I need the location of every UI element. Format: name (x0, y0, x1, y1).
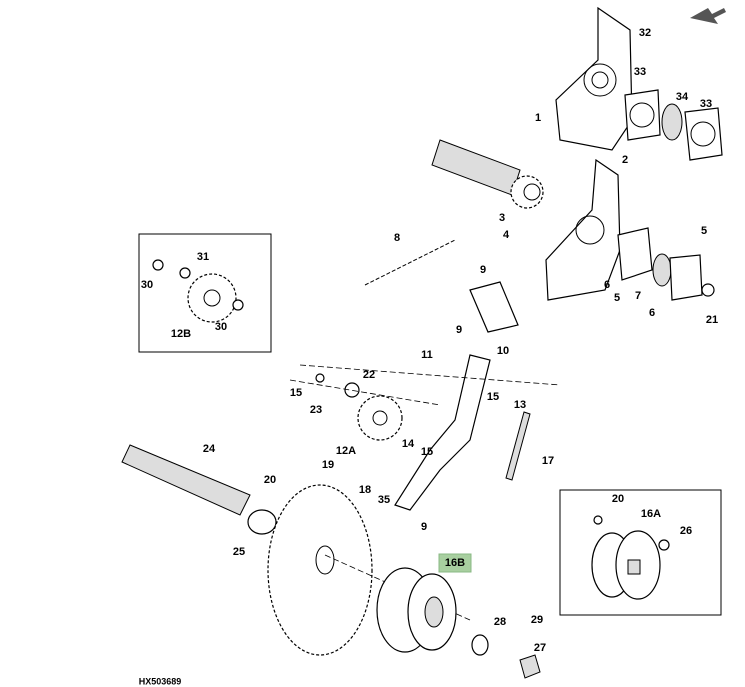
callout[interactable]: 25 (233, 546, 245, 558)
callout[interactable]: 33 (634, 66, 646, 78)
callout[interactable]: 9 (480, 264, 486, 276)
callout[interactable]: 23 (310, 404, 322, 416)
callout[interactable]: 4 (503, 229, 510, 241)
callout[interactable]: 26 (680, 525, 692, 537)
callout[interactable]: 11 (421, 349, 433, 361)
callout[interactable]: 18 (359, 484, 371, 496)
callout[interactable]: 14 (402, 438, 415, 450)
large-sprocket (267, 484, 373, 656)
callout[interactable]: 32 (639, 27, 651, 39)
drive-shaft (121, 444, 277, 535)
highlight-16B[interactable] (438, 553, 472, 573)
callout[interactable]: 16A (641, 508, 661, 520)
guide-line (289, 379, 441, 406)
callout[interactable]: 8 (394, 232, 400, 244)
callout[interactable]: 17 (542, 455, 554, 467)
callout[interactable]: 34 (676, 91, 689, 103)
figure-id: HX503689 (139, 676, 182, 686)
callout[interactable]: 5 (614, 292, 620, 304)
guide-line (299, 364, 561, 386)
chain (364, 239, 456, 286)
callout[interactable]: 6 (649, 307, 655, 319)
callout[interactable]: 10 (497, 345, 509, 357)
callout[interactable]: 7 (635, 290, 641, 302)
callout[interactable]: 20 (612, 493, 624, 505)
callout[interactable]: 30 (215, 321, 227, 333)
callout[interactable]: 33 (700, 98, 712, 110)
callout-labels: 32 33 34 33 1 2 3 8 4 5 9 6 7 6 21 5 9 1… (141, 27, 718, 654)
callout[interactable]: 27 (534, 642, 546, 654)
bolt (505, 411, 531, 481)
callout[interactable]: 22 (363, 369, 375, 381)
idler-sprocket (315, 373, 403, 441)
back-arrow-icon[interactable] (690, 8, 726, 24)
callout[interactable]: 5 (701, 225, 707, 237)
washer (471, 634, 489, 656)
shaft (431, 139, 521, 196)
callout[interactable]: 12A (336, 445, 356, 457)
callout[interactable]: 13 (514, 399, 526, 411)
lower-plate (545, 158, 715, 301)
callout[interactable]: 9 (421, 521, 427, 533)
callout[interactable]: 15 (487, 391, 499, 403)
callout[interactable]: 30 (141, 279, 153, 291)
callout[interactable]: 6 (604, 279, 610, 291)
shield (469, 281, 519, 333)
callout[interactable]: 15 (421, 446, 433, 458)
callout[interactable]: 12B (171, 328, 191, 340)
callout[interactable]: 20 (264, 474, 276, 486)
callout[interactable]: 29 (531, 614, 543, 626)
callout[interactable]: 2 (622, 154, 628, 166)
callout[interactable]: 9 (456, 324, 462, 336)
inset-12B (138, 233, 272, 353)
callout[interactable]: 3 (499, 212, 505, 224)
callout[interactable]: 1 (535, 112, 541, 124)
callout[interactable]: 31 (197, 251, 209, 263)
bracket (394, 354, 491, 511)
nut (519, 654, 541, 679)
inset-16A (559, 489, 722, 616)
callout[interactable]: 15 (290, 387, 302, 399)
callout[interactable]: 19 (322, 459, 334, 471)
callout-16B[interactable]: 16B (445, 557, 465, 569)
callout[interactable]: 35 (378, 494, 390, 506)
bearing-flange (624, 89, 723, 161)
callout[interactable]: 28 (494, 616, 506, 628)
callout[interactable]: 24 (203, 443, 216, 455)
upper-plate (555, 6, 633, 151)
hub (376, 567, 457, 653)
callout[interactable]: 21 (706, 314, 718, 326)
sprocket (510, 175, 544, 209)
